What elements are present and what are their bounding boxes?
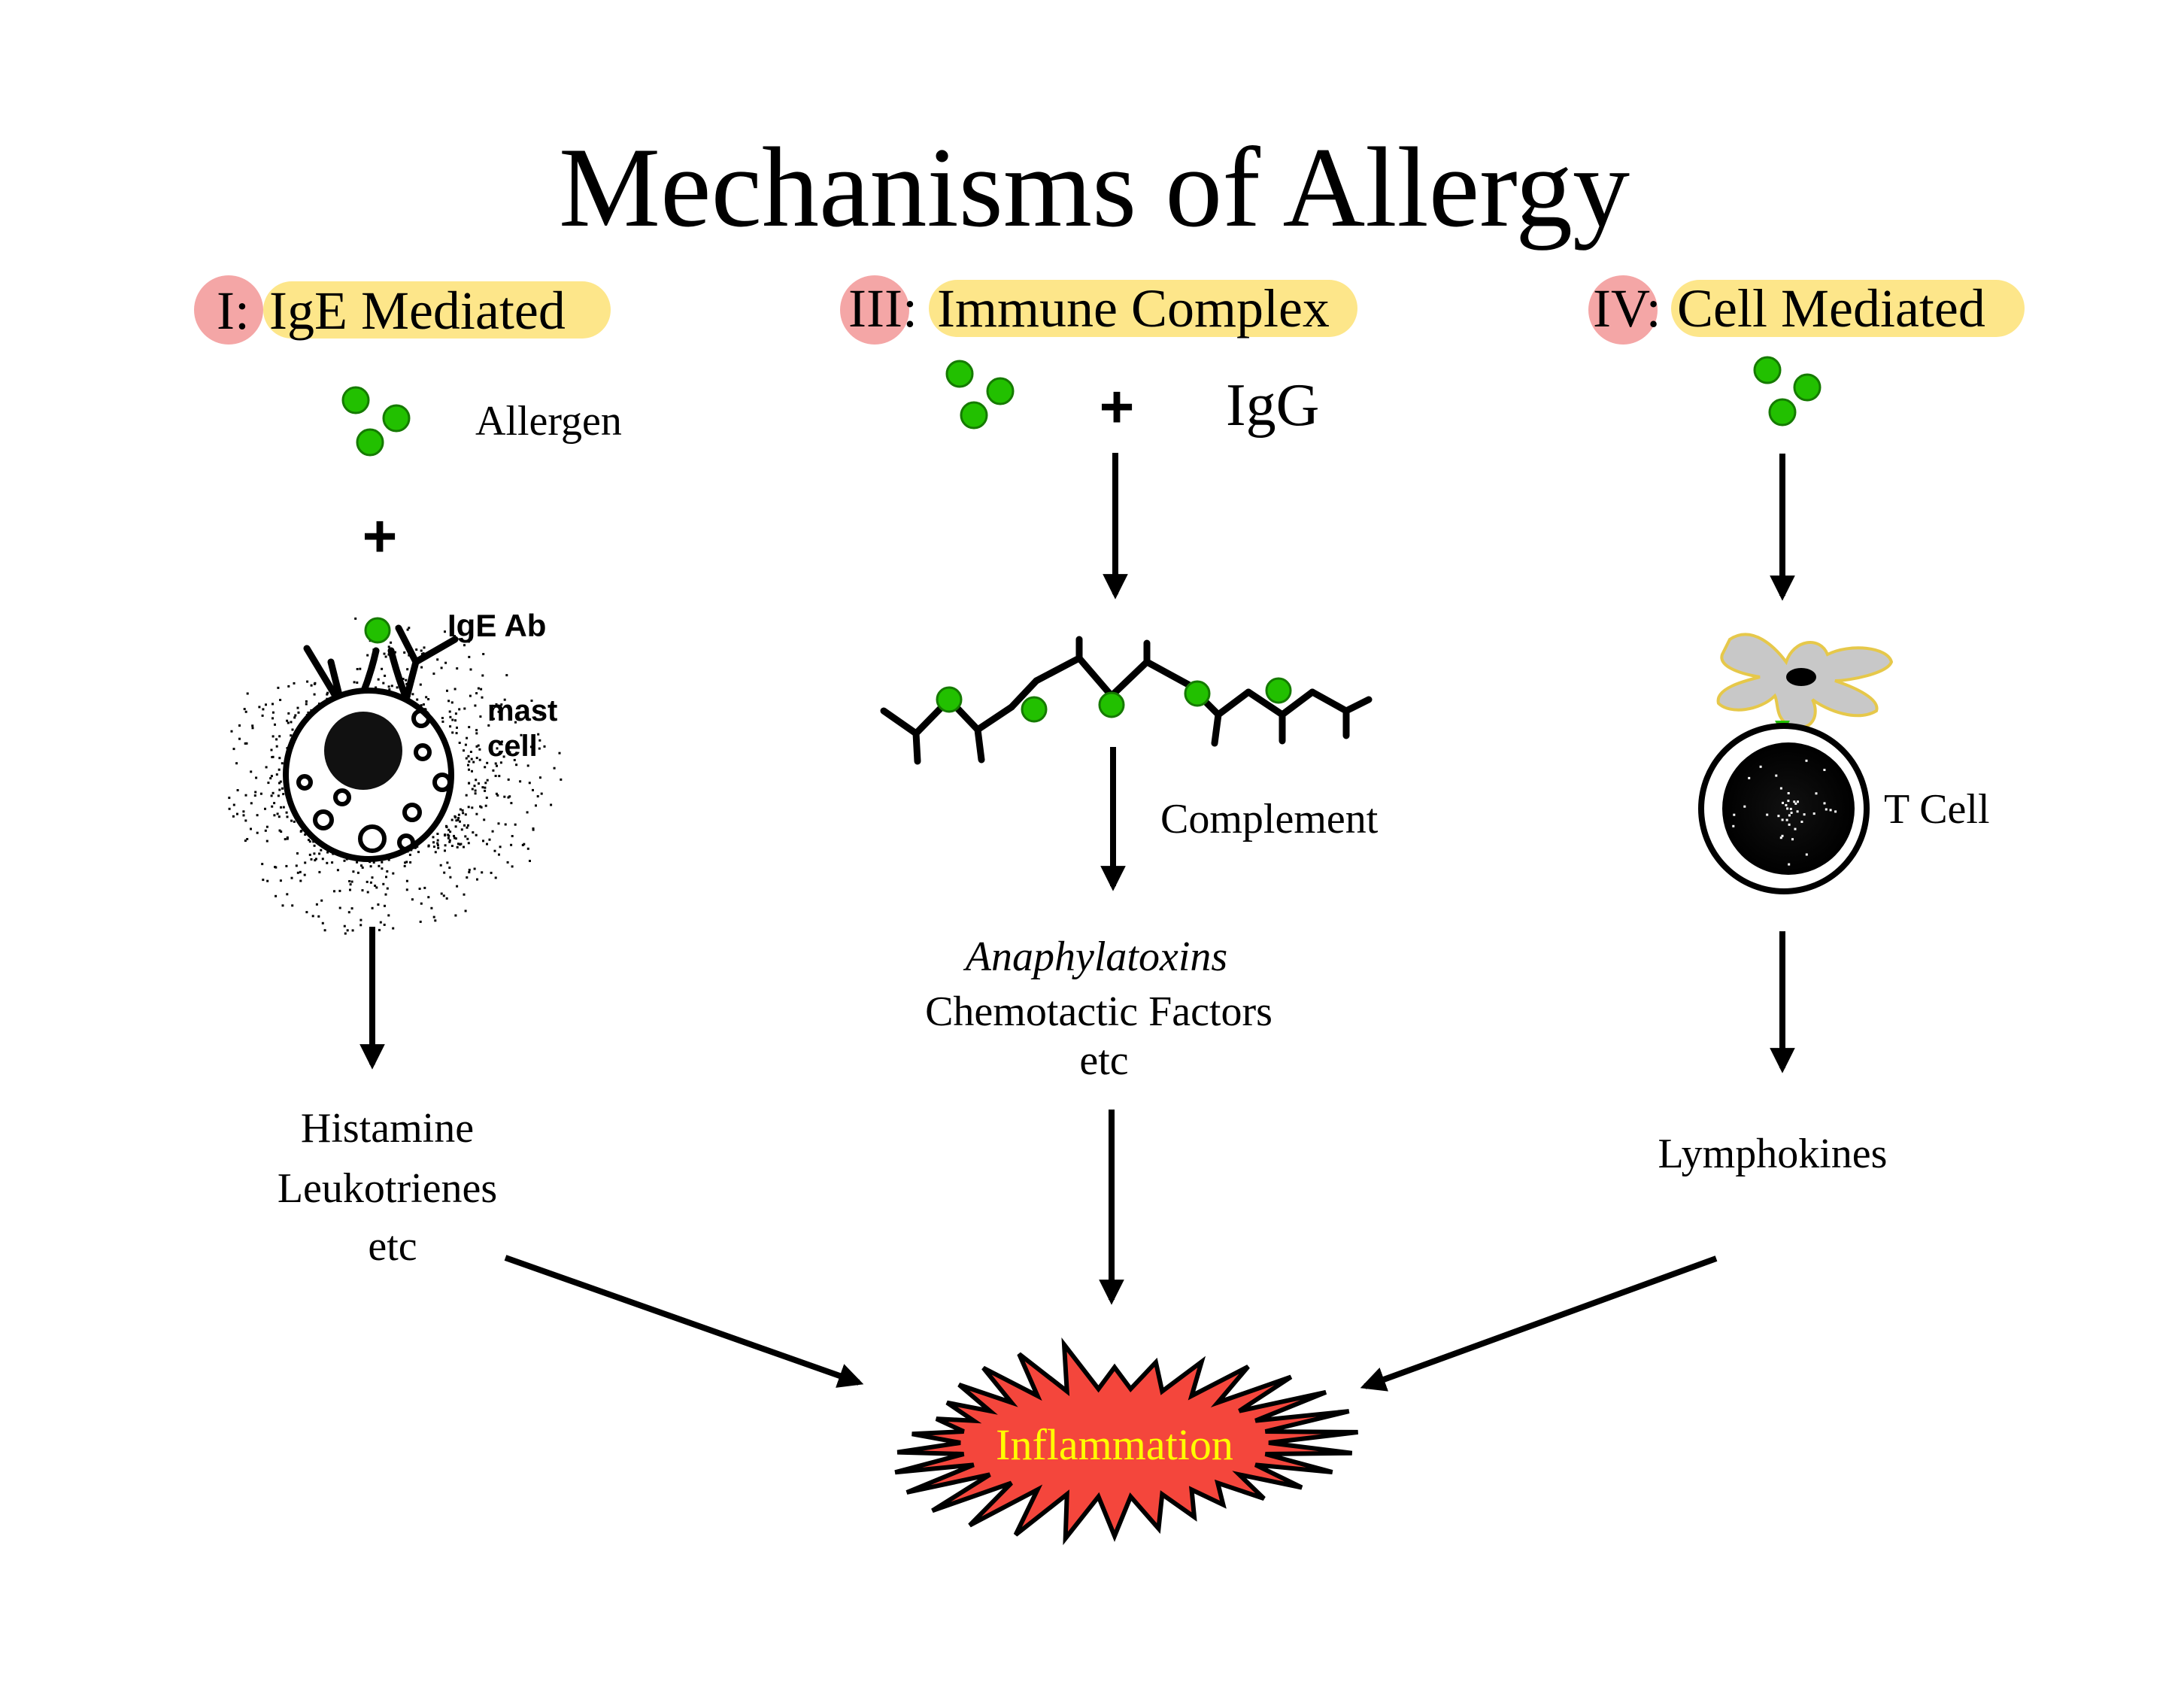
svg-text:IV:Cell Mediated: IV: Cell Mediated xyxy=(1593,278,1985,339)
name-highlight xyxy=(929,280,1357,337)
type-numeral: IV xyxy=(1593,278,1650,339)
mediator-line: Leukotrienes xyxy=(278,1165,497,1212)
t-cell-label: T Cell xyxy=(1884,786,1990,833)
page-title: Mechanisms of Allergy xyxy=(559,124,1630,250)
inflammation-burst: Inflammation xyxy=(894,1337,1358,1546)
mediator-line: Chemotactic Factors xyxy=(925,988,1272,1035)
allergen-cluster-type3 xyxy=(945,360,1015,430)
type-numeral: I xyxy=(217,281,235,341)
numeral-highlight xyxy=(1588,275,1658,345)
arrow-type1-to-inflammation xyxy=(504,1255,864,1388)
plus-sign-type1: + xyxy=(362,502,398,569)
numeral-highlight xyxy=(194,275,263,345)
mediators-type1: Histamine Leukotrienes etc xyxy=(278,1105,508,1270)
ige-ab-label: IgE Ab xyxy=(447,608,546,643)
antigen-presenting-cell xyxy=(1716,633,1894,730)
igg-label: IgG xyxy=(1226,372,1319,439)
mast-cell-illustration xyxy=(228,617,563,935)
name-highlight xyxy=(1671,280,2025,337)
header-type4: IV: Cell Mediated xyxy=(1588,275,2025,345)
type-name: Immune Complex xyxy=(937,278,1330,339)
type-numeral: III xyxy=(848,278,902,339)
type-sep: : xyxy=(235,281,250,341)
arrow-type4-to-inflammation xyxy=(1360,1255,1718,1392)
svg-text:I:IgE Mediated: I: IgE Mediated xyxy=(217,281,566,341)
plus-sign-type3: + xyxy=(1100,373,1135,440)
mediator-line: etc xyxy=(1079,1037,1128,1084)
anaphylatoxins-label: Anaphylatoxins xyxy=(963,934,1227,980)
mast-cell-label-1: mast xyxy=(487,694,557,727)
mediator-line: Histamine xyxy=(301,1105,474,1152)
header-type1: I: IgE Mediated xyxy=(194,275,611,345)
immune-complex-lattice xyxy=(880,636,1373,765)
allergen-cluster-type1 xyxy=(341,386,411,457)
allergen-label: Allergen xyxy=(475,398,622,445)
lymphokines-label: Lymphokines xyxy=(1658,1131,1888,1177)
mediators-type3: Anaphylatoxins Chemotactic Factors etc xyxy=(925,934,1283,1084)
type-name: IgE Mediated xyxy=(269,281,566,341)
mediator-line: etc xyxy=(368,1223,417,1270)
numeral-highlight xyxy=(840,275,909,345)
t-cell-illustration xyxy=(1698,723,1870,894)
bound-allergen xyxy=(364,617,391,644)
header-type3: III: Immune Complex xyxy=(840,275,1357,345)
svg-text:III:Immune Complex: III: Immune Complex xyxy=(848,278,1330,339)
type-sep: : xyxy=(1646,278,1661,339)
mast-cell-nucleus xyxy=(324,712,402,790)
mast-cell-label-2: cell xyxy=(487,730,538,763)
granules xyxy=(296,709,452,853)
type-sep: : xyxy=(902,278,918,339)
allergen-cluster-type4 xyxy=(1753,356,1822,427)
name-highlight xyxy=(263,281,611,339)
inflammation-label: Inflammation xyxy=(996,1420,1233,1469)
complement-label: Complement xyxy=(1160,796,1379,842)
type-name: Cell Mediated xyxy=(1677,278,1985,339)
